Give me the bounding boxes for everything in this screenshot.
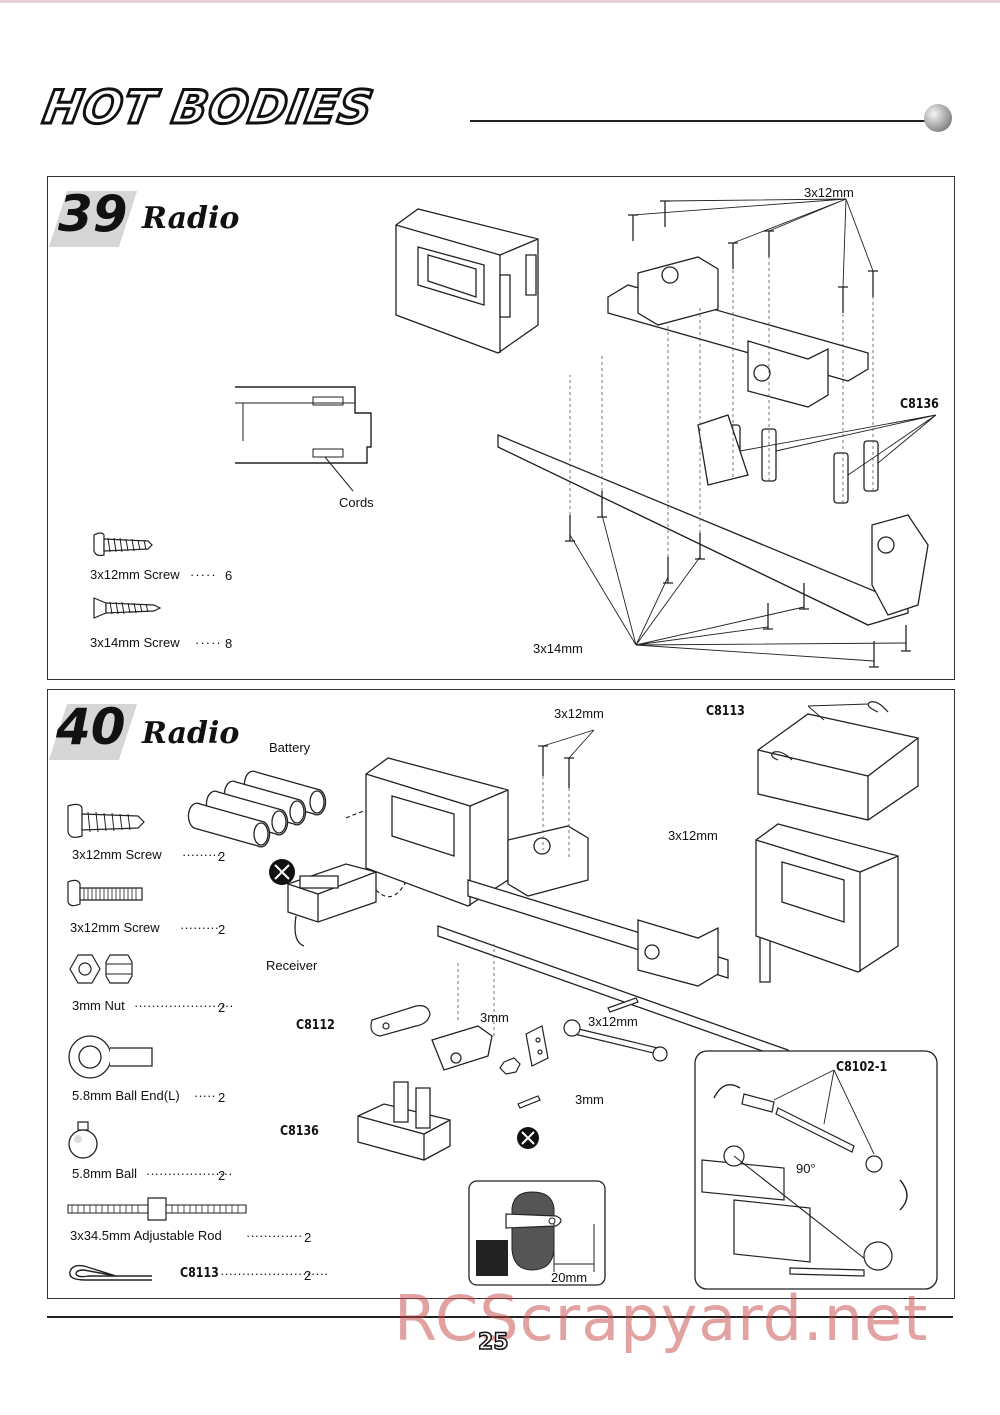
part-leader: ·····	[194, 1088, 216, 1103]
header-rule	[470, 120, 925, 122]
part-c8136-callout: C8136	[900, 397, 939, 412]
part-screw-14mm-name: 3x14mm Screw	[90, 635, 180, 650]
part-ball-qty: 2	[218, 1168, 226, 1183]
receiver-box-drawing	[748, 700, 948, 990]
top-border	[0, 0, 1000, 3]
part-leader: ·····	[195, 635, 222, 650]
nut-icon	[66, 952, 136, 986]
part-screw-14mm-qty: 8	[225, 636, 233, 651]
linkage-parts-drawing	[366, 980, 706, 1149]
step-39-number: 39	[58, 185, 128, 243]
screw-12mm-top-callout: 3x12mm	[554, 706, 604, 721]
part-c8112-callout: C8112	[296, 1018, 335, 1033]
part-screw-12mm-name: 3x12mm Screw	[72, 847, 162, 862]
step-40-title: Radio	[142, 716, 240, 751]
screw-12mm-low-callout: 3x12mm	[588, 1014, 638, 1029]
ball-icon	[68, 1120, 108, 1160]
part-screw-12mm-name: 3x12mm Screw	[90, 567, 180, 582]
bracket-c8136-drawing	[354, 1076, 454, 1176]
screw-12mm-mid-callout: 3x12mm	[668, 828, 718, 843]
step-40-panel: 40 Radio 3x12mm Screw ········· 2 3x1	[47, 689, 955, 1299]
part-ball-name: 5.8mm Ball	[72, 1166, 138, 1181]
header-ball-icon	[924, 104, 952, 132]
adjustable-rod-icon	[66, 1196, 248, 1222]
part-leader: ·············	[246, 1228, 303, 1243]
part-leader: ·····	[190, 567, 217, 582]
part-leader: ·························	[220, 1266, 329, 1281]
part-c8113-callout: C8113	[706, 704, 745, 719]
nut-3mm-b-callout: 3mm	[575, 1092, 604, 1107]
part-nut-name: 3mm Nut	[72, 998, 125, 1013]
ball-end-icon	[66, 1034, 156, 1080]
part-screw-12mm-qty: 6	[225, 568, 233, 583]
battery-label: Battery	[269, 740, 311, 755]
part-machine-screw-qty: 2	[218, 922, 226, 937]
linkage-inset-drawing	[694, 1050, 938, 1290]
part-adjustable-rod-name: 3x34.5mm Adjustable Rod	[70, 1228, 222, 1243]
body-clip-icon	[66, 1262, 156, 1284]
part-ball-end-qty: 2	[218, 1090, 226, 1105]
step-40-number: 40	[56, 698, 126, 756]
part-ball-end-name: 5.8mm Ball End(L)	[72, 1088, 180, 1103]
watermark: RCScrapyard.net	[394, 1282, 929, 1355]
part-leader: ·······················	[134, 998, 234, 1013]
receiver-label: Receiver	[266, 958, 318, 973]
cords-label: Cords	[339, 495, 374, 510]
part-nut-qty: 2	[218, 1000, 226, 1015]
screw-12mm-icon	[66, 804, 146, 840]
part-body-clip-name: C8113	[180, 1266, 219, 1281]
part-leader: ·········	[180, 920, 219, 935]
step-40-assembly-drawing	[358, 730, 798, 1140]
step-39-assembly-drawing	[388, 185, 948, 675]
servo-horn-inset	[468, 1180, 606, 1286]
part-body-clip-qty: 2	[304, 1268, 312, 1283]
screw-12mm-callout: 3x12mm	[804, 185, 854, 200]
part-leader: ····················	[146, 1166, 233, 1181]
part-machine-screw-name: 3x12mm Screw	[70, 920, 160, 935]
battery-receiver-drawing	[196, 760, 416, 970]
part-c8102-callout: C8102-1	[836, 1060, 888, 1075]
screw-14mm-icon	[92, 597, 162, 619]
machine-screw-icon	[66, 880, 146, 908]
step-39-title: Radio	[142, 201, 240, 236]
footer-rule	[47, 1316, 953, 1318]
brand-logo: HOT BODIES	[38, 79, 380, 136]
screw-12mm-icon	[92, 533, 154, 557]
part-adjustable-rod-qty: 2	[304, 1230, 312, 1245]
part-leader: ·········	[182, 847, 221, 862]
part-screw-12mm-qty: 2	[218, 849, 226, 864]
nut-3mm-a-callout: 3mm	[480, 1010, 509, 1025]
cords-detail-drawing	[235, 387, 375, 467]
horn-dimension-label: 20mm	[551, 1270, 588, 1285]
angle-value: 90	[796, 1161, 811, 1176]
step-39-panel: 39 Radio Cords 3x12mm Screw ····· 6 3x14…	[47, 176, 955, 680]
part-c8136-step40-callout: C8136	[280, 1124, 319, 1139]
page-number: 25	[477, 1329, 509, 1356]
angle-label: 90°	[796, 1161, 816, 1176]
screw-14mm-callout: 3x14mm	[533, 641, 583, 656]
